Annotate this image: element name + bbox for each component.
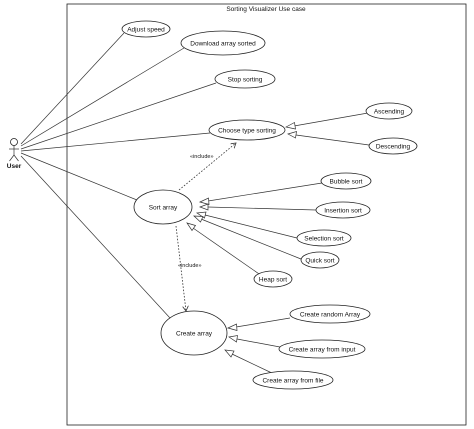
system-title: Sorting Visualizer Use case	[226, 6, 306, 13]
actor-label: User	[7, 163, 22, 170]
actor-right-leg	[13, 154, 19, 162]
assoc-sort-array	[20, 152, 138, 201]
include-label-2: «include»	[178, 263, 202, 269]
use-case-label: Descending	[376, 144, 411, 151]
use-case-label: Adjust speed	[127, 27, 165, 34]
assoc-download	[20, 47, 185, 147]
gen-create-file	[231, 353, 275, 375]
use-case-label: Heap sort	[259, 277, 287, 284]
actor-head	[10, 138, 18, 146]
use-case-ascending: Ascending	[365, 102, 413, 120]
use-case-create-from-file: Create array from file	[252, 370, 334, 390]
use-case-sort-array: Sort array	[133, 189, 193, 225]
gen-ascending-head	[284, 121, 296, 130]
use-case-heap-sort: Heap sort	[253, 270, 293, 288]
use-case-create-array: Create array	[160, 310, 228, 356]
actor-user: User	[7, 138, 22, 170]
gen-heap	[192, 227, 263, 277]
gen-quick	[200, 218, 302, 260]
use-case-choose-type: Choose type sorting	[208, 119, 286, 141]
gen-insertion-head	[199, 203, 209, 211]
use-case-download: Download array sorted	[180, 30, 266, 56]
gen-descending	[295, 134, 370, 146]
gen-heap-head	[186, 222, 197, 232]
gen-create-random	[235, 317, 291, 328]
gen-create-input-head	[228, 335, 238, 343]
use-case-label: Selection sort	[304, 236, 344, 243]
assoc-stop	[20, 82, 217, 150]
use-case-label: Download array sorted	[190, 41, 256, 48]
use-case-label: Stop sorting	[228, 77, 263, 84]
system-boundary	[66, 3, 467, 426]
use-case-selection-sort: Selection sort	[296, 229, 352, 247]
actor-left-leg	[9, 154, 15, 162]
include-label-1: «include»	[190, 154, 214, 160]
use-case-create-random: Create random Array	[289, 304, 371, 324]
use-case-label: Bubble sort	[330, 179, 363, 186]
use-case-label: Sort array	[149, 205, 178, 212]
use-case-label: Create array from input	[289, 347, 356, 354]
use-case-descending: Descending	[368, 137, 418, 155]
gen-quick-head	[193, 215, 204, 223]
use-case-stop-sorting: Stop sorting	[214, 69, 276, 89]
gen-create-file-head	[224, 349, 235, 358]
use-case-label: Create array from file	[262, 378, 323, 385]
use-case-create-from-input: Create array from input	[278, 339, 366, 359]
use-case-label: Quick sort	[305, 258, 334, 265]
assoc-choose-type	[20, 132, 211, 152]
use-case-quick-sort: Quick sort	[300, 251, 340, 269]
gen-create-random-head	[226, 323, 238, 331]
include-sort-to-choose	[178, 143, 236, 191]
use-case-label: Choose type sorting	[218, 128, 276, 135]
gen-descending-head	[287, 131, 297, 139]
use-case-insertion-sort: Insertion sort	[315, 201, 371, 219]
gen-ascending	[293, 112, 369, 127]
gen-create-input	[236, 338, 281, 348]
gen-bubble	[207, 182, 323, 202]
use-case-bubble-sort: Bubble sort	[320, 172, 372, 190]
use-case-label: Create random Array	[300, 312, 361, 319]
gen-selection	[204, 214, 298, 239]
assoc-adjust-speed	[20, 32, 125, 145]
use-case-label: Ascending	[374, 109, 405, 116]
assoc-create-array	[20, 155, 171, 319]
gen-bubble-head	[198, 197, 210, 205]
gen-insertion	[207, 206, 317, 211]
include-sort-to-create	[175, 225, 186, 311]
use-case-label: Insertion sort	[324, 208, 362, 215]
use-case-adjust-speed: Adjust speed	[121, 20, 171, 38]
use-case-label: Create array	[176, 331, 213, 338]
gen-selection-head	[196, 211, 207, 219]
